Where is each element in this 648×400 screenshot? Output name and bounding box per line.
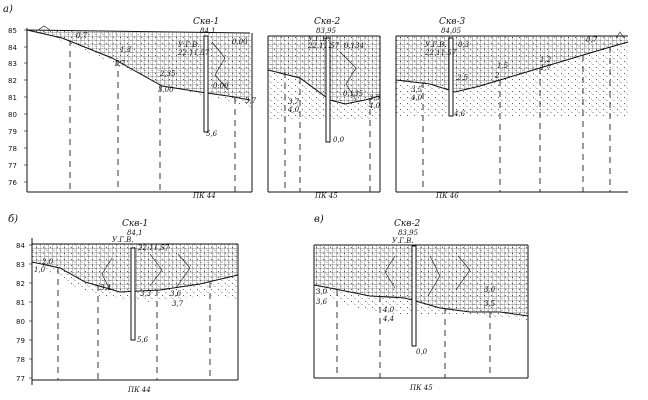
depth-label: 3,7: [172, 300, 184, 308]
depth-label: 3,5: [369, 94, 381, 102]
y-tick: 84: [8, 44, 17, 52]
borehole-name: Скв-2: [394, 219, 421, 229]
borehole-name: Скв-1: [193, 17, 219, 27]
depth-label: 1,5: [497, 62, 509, 70]
depth-label: 0,0: [416, 348, 428, 356]
borehole-elev: 84,05: [441, 27, 462, 35]
borehole-name: Скв-1: [122, 219, 148, 229]
depth-label: 4,0: [410, 94, 423, 102]
section-a: а) 85 84 83 82 81 80 79 78 77 76: [3, 4, 629, 200]
depth-label: 3,0: [316, 288, 328, 296]
depth-label: 2: [494, 72, 500, 80]
panel-label-c: в): [314, 214, 324, 225]
depth-label: 3,6: [170, 290, 182, 298]
gwl-date: 22.11.57: [424, 49, 457, 57]
depth-label: 3,7: [245, 97, 257, 105]
depth-label: 4,0: [382, 306, 395, 314]
depth-label: 0,00: [213, 82, 229, 90]
depth-label: 3,5: [484, 300, 496, 308]
gwl-date: 22.11.57: [137, 244, 170, 252]
depth-label: 1,3: [120, 46, 132, 54]
y-tick: 80: [8, 111, 17, 119]
depth-label: 4,0: [368, 102, 381, 110]
depth-label: 0,7: [76, 32, 88, 40]
borehole-elev: 84,1: [127, 229, 143, 237]
picket-label: ПК 45: [314, 192, 338, 200]
gwl-label: У.Г.В.: [112, 236, 134, 244]
depth-label: 2,0: [41, 258, 54, 266]
depth-label: 1,2: [540, 56, 552, 64]
y-tick: 79: [16, 337, 25, 345]
borehole-2: [325, 37, 331, 143]
section-c: в) 3,0 3,6 4,0 4,4 0,0 3,0 3,5 Скв-2 83,…: [313, 214, 529, 392]
depth-label: 1,7: [540, 64, 552, 72]
panel-label-a: а): [3, 4, 13, 15]
picket-label: ПК 44: [127, 386, 151, 394]
y-tick: 81: [8, 94, 17, 102]
depth-label: 0,0: [333, 136, 345, 144]
top-y-axis: 85 84 83 82 81 80 79 78 77 76: [8, 27, 28, 192]
picket-label: ПК 45: [409, 384, 433, 392]
gwl-date: 22.11.57: [177, 49, 210, 57]
depth-label: 0,134: [344, 42, 364, 50]
borehole-1: [203, 35, 209, 133]
borehole-name: Скв-3: [439, 17, 466, 27]
depth-label: 1,0: [34, 266, 46, 274]
top-block-2: 3,7 4,0 3,5 4,0 0,0 0,134 0,135 Скв-2 83…: [267, 17, 381, 200]
gwl-label: У.Г.В.: [425, 41, 447, 49]
y-tick: 84: [16, 242, 25, 250]
gwl-label: У.Г.В.: [392, 237, 414, 245]
picket-label: ПК 46: [435, 192, 459, 200]
borehole-br: [411, 245, 417, 347]
depth-label: 1,7: [114, 60, 126, 68]
top-block-3: 3,5 4,0 0,3 1,5 2 2,5 1,2 1,7 0,7 4,6 Ск…: [395, 17, 629, 200]
depth-label: 4,6: [453, 110, 466, 118]
borehole-elev: 84,1: [200, 27, 216, 35]
depth-label: 2,35: [159, 70, 176, 78]
picket-label: ПК 44: [192, 192, 216, 200]
depth-label: 0,7: [586, 36, 598, 44]
depth-label: 5,6: [137, 336, 149, 344]
y-tick: 80: [16, 318, 25, 326]
borehole-name: Скв-2: [314, 17, 341, 27]
y-tick: 82: [16, 280, 25, 288]
depth-label: 2,5: [456, 74, 469, 82]
borehole-3: [448, 37, 454, 117]
depth-label: 5,6: [206, 130, 218, 138]
depth-label: 4,4: [382, 315, 394, 323]
depth-label: 3,3: [140, 290, 152, 298]
depth-label: 3,0: [484, 286, 496, 294]
y-tick: 79: [8, 128, 17, 136]
y-tick: 85: [8, 27, 17, 35]
depth-label: 3,6: [316, 298, 328, 306]
y-tick: 76: [8, 179, 17, 187]
gwl-label: У.Г.В.: [178, 41, 200, 49]
gwl-label: У.Г.В.: [308, 35, 330, 43]
depth-label: 0,00: [232, 38, 248, 46]
top-block-1: 0,7 1,3 1,7 2,35 3,00 3,7 5,6 0,00 0,00 …: [26, 17, 257, 200]
y-tick: 77: [8, 162, 17, 170]
y-tick: 78: [8, 145, 17, 153]
depth-label: 3,00: [158, 86, 174, 94]
borehole-elev: 83,95: [398, 229, 419, 237]
depth-label: 3,7: [288, 98, 300, 106]
y-tick: 78: [16, 356, 25, 364]
depth-label: 4,0: [287, 106, 300, 114]
y-tick: 83: [16, 261, 25, 269]
gwl-date: 22.11.57: [307, 42, 340, 50]
depth-label: 0,135: [343, 90, 364, 98]
borehole-bl: [130, 247, 136, 341]
y-tick: 83: [8, 60, 17, 68]
y-tick: 82: [8, 77, 17, 85]
y-tick: 81: [16, 299, 25, 307]
section-b: б) 84 83 82 81 80 79 78 77 1,0 2,0 3,4: [8, 214, 239, 394]
borehole-elev: 83,95: [316, 27, 337, 35]
depth-label: 3,5: [411, 86, 423, 94]
y-tick: 77: [16, 375, 25, 383]
panel-label-b: б): [8, 214, 18, 225]
depth-label: 0,3: [458, 41, 470, 49]
depth-label: 3,4: [100, 284, 111, 292]
